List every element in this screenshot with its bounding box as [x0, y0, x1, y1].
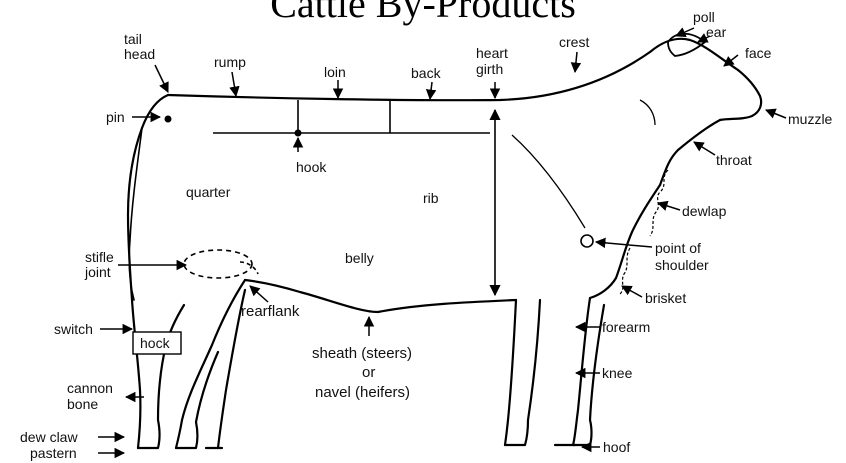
label-brisket: brisket — [645, 290, 686, 306]
label-hook: hook — [296, 159, 327, 175]
label-ear: ear — [706, 24, 727, 40]
label-rearflank: rearflank — [241, 303, 300, 320]
label-navel: navel (heifers) — [315, 384, 410, 401]
label-pastern: pastern — [30, 445, 77, 461]
label-face: face — [745, 45, 772, 61]
label-muzzle: muzzle — [788, 111, 833, 127]
label-belly: belly — [345, 250, 374, 266]
label-loin: loin — [324, 64, 346, 80]
label-pin: pin — [106, 109, 125, 125]
hook-point — [295, 130, 302, 137]
label-poll: poll — [693, 9, 715, 25]
label-quarter: quarter — [186, 184, 231, 200]
label-back: back — [411, 65, 442, 81]
label-rump: rump — [214, 54, 246, 70]
label-sheath: sheath (steers) — [312, 345, 412, 362]
label-dew-claw: dew claw — [20, 429, 78, 445]
label-crest: crest — [559, 34, 589, 50]
label-knee: knee — [602, 365, 633, 381]
label-hock: hock — [140, 335, 171, 351]
label-forearm: forearm — [602, 319, 650, 335]
label-or: or — [362, 364, 375, 381]
label-throat: throat — [716, 152, 752, 168]
label-hoof: hoof — [603, 439, 630, 455]
label-dewlap: dewlap — [682, 203, 727, 219]
label-switch: switch — [54, 321, 93, 337]
pin-point — [165, 116, 172, 123]
label-rib: rib — [423, 190, 439, 206]
